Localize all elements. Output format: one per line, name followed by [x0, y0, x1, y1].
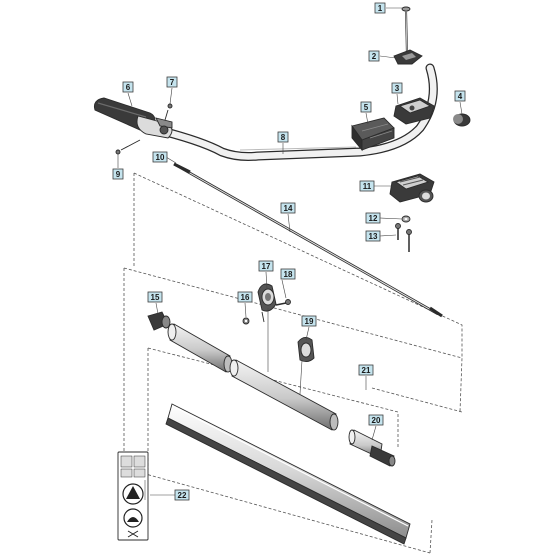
callout-labels: 1 2 3 4 5 6 7 8 9 10 11 12 13 14 15: [112, 2, 466, 501]
callout-11: 11: [359, 180, 375, 192]
callout-5: 5: [360, 101, 372, 113]
svg-text:20: 20: [372, 416, 381, 425]
callout-13: 13: [365, 230, 381, 242]
callout-1: 1: [374, 2, 386, 14]
callout-9: 9: [112, 168, 124, 180]
handle-bracket-11: [389, 173, 435, 203]
svg-text:19: 19: [305, 317, 314, 326]
svg-text:4: 4: [458, 92, 463, 101]
svg-text:7: 7: [170, 78, 175, 87]
clamp-top-2: [393, 49, 423, 65]
svg-text:2: 2: [372, 52, 377, 61]
svg-text:18: 18: [284, 270, 293, 279]
callout-20: 20: [368, 414, 384, 426]
callout-14: 14: [280, 202, 296, 214]
callout-2: 2: [368, 50, 380, 62]
callout-22: 22: [174, 489, 190, 501]
bushing-15: [147, 311, 171, 331]
rubber-pad-5: [351, 117, 395, 152]
callout-4: 4: [454, 90, 466, 102]
svg-text:10: 10: [156, 153, 165, 162]
callout-8: 8: [277, 131, 289, 143]
handle-grip: [93, 97, 173, 139]
end-cap-4: [453, 113, 471, 127]
svg-text:9: 9: [116, 170, 121, 179]
guard-bar: [165, 403, 411, 545]
clamp-bottom-3: [393, 97, 435, 125]
svg-text:11: 11: [363, 182, 372, 191]
screw-18: [275, 299, 291, 306]
screw-7: [164, 103, 173, 121]
svg-text:3: 3: [395, 84, 400, 93]
svg-text:5: 5: [364, 103, 369, 112]
callout-15: 15: [147, 291, 163, 303]
callout-16: 16: [237, 291, 253, 303]
bolt-1: [401, 6, 411, 56]
svg-text:22: 22: [178, 491, 187, 500]
callout-12: 12: [365, 212, 381, 224]
shaft-clamp-17: [257, 283, 277, 323]
svg-text:16: 16: [241, 293, 250, 302]
svg-text:14: 14: [284, 204, 293, 213]
sleeve-20: [348, 429, 396, 467]
clip-19: [297, 337, 315, 363]
callout-7: 7: [166, 76, 178, 88]
drive-shaft: [173, 162, 443, 318]
svg-text:1: 1: [378, 4, 383, 13]
callout-3: 3: [391, 82, 403, 94]
handlebar: [145, 63, 438, 161]
callout-19: 19: [301, 315, 317, 327]
callout-10: 10: [152, 151, 168, 163]
washer-12: [401, 215, 411, 223]
safety-decal-22: [117, 451, 149, 541]
svg-text:15: 15: [151, 293, 160, 302]
screws-13: [395, 223, 412, 252]
svg-text:17: 17: [262, 262, 271, 271]
nut-16: [242, 317, 250, 325]
callout-21: 21: [358, 364, 374, 376]
screw-9: [115, 139, 141, 155]
callout-17: 17: [258, 260, 274, 272]
svg-text:13: 13: [369, 232, 378, 241]
leader-lines: [117, 7, 463, 496]
svg-text:21: 21: [362, 366, 371, 375]
svg-text:12: 12: [369, 214, 378, 223]
callout-6: 6: [122, 81, 134, 93]
svg-text:6: 6: [126, 83, 131, 92]
svg-text:8: 8: [281, 133, 286, 142]
callout-18: 18: [280, 268, 296, 280]
shaft-tube: [167, 323, 339, 431]
